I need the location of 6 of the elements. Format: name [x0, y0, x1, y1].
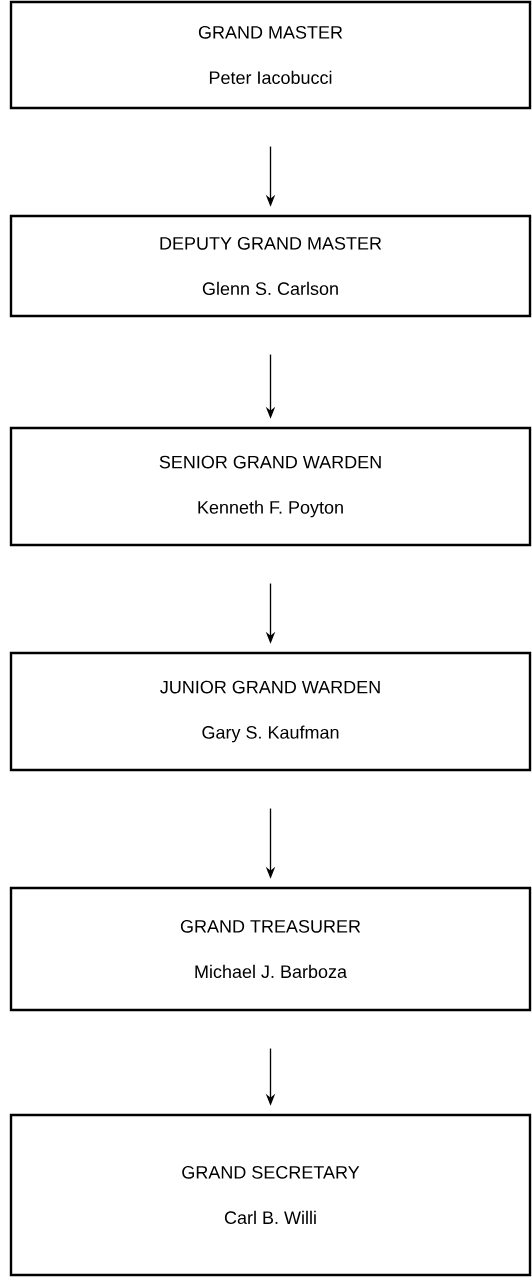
title-box: GRAND SECRETARY Carl B. Willi: [9, 1113, 532, 1277]
title-box: GRAND MASTER Peter Iacobucci: [9, 0, 532, 110]
title-box: SENIOR GRAND WARDEN Kenneth F. Poyton: [9, 426, 532, 547]
title-box: GRAND TREASURER Michael J. Barboza: [9, 886, 532, 1012]
title-box: JUNIOR GRAND WARDEN Gary S. Kaufman: [9, 651, 532, 772]
title-box: DEPUTY GRAND MASTER Glenn S. Carlson: [9, 214, 532, 318]
